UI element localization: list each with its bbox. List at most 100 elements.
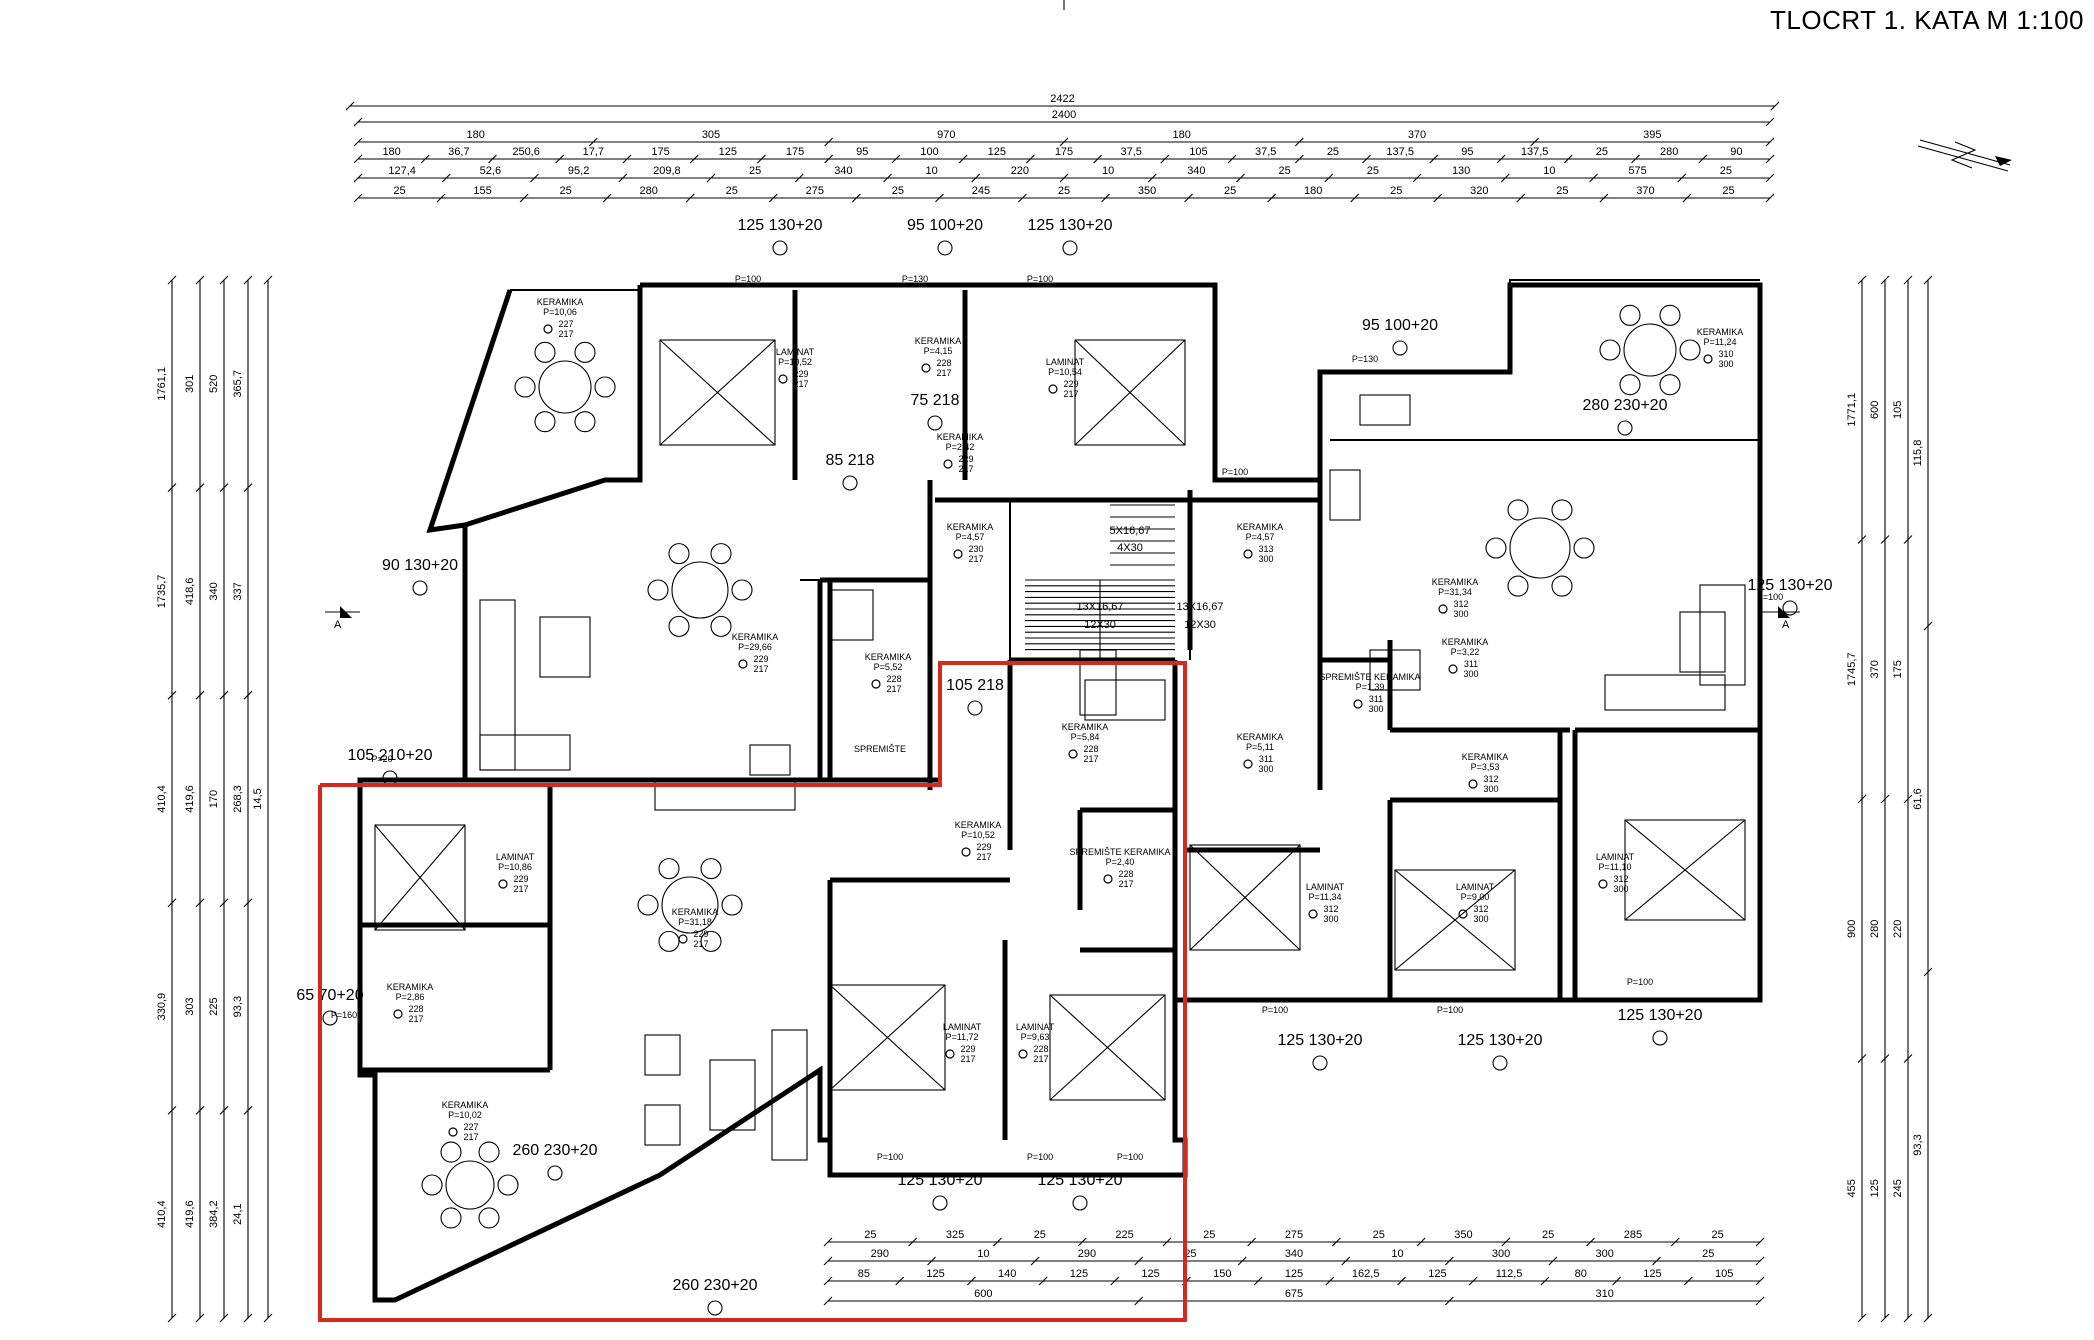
dimension-tick (195, 690, 205, 700)
room-area: P=29,66 (738, 642, 772, 652)
room-floor-type: LAMINAT (1456, 882, 1495, 892)
opening-marker-icon (1062, 240, 1078, 256)
dimension-tick (823, 1256, 833, 1266)
dimension-tick (1341, 1256, 1351, 1266)
dimension-tick (622, 154, 632, 164)
opening-dimension: 260 230+20 (513, 1142, 598, 1159)
dimension-label: 61,6 (1912, 788, 1924, 809)
dimension-tick (1227, 154, 1237, 164)
dining-chair (1551, 575, 1573, 597)
dimension-label: 25 (1203, 1229, 1215, 1241)
dimension-label: 25 (1058, 185, 1070, 197)
dimension-tick (219, 898, 229, 908)
dimension-tick (958, 154, 968, 164)
dimension-label: 130 (1452, 165, 1470, 177)
coffee-table (1679, 611, 1726, 673)
room-height-bottom: 217 (1033, 1054, 1048, 1064)
dimension-label: 305 (702, 129, 720, 141)
room-floor-type: KERAMIKA (955, 820, 1002, 830)
dining-chair (1507, 499, 1529, 521)
kitchen-unit (1329, 469, 1361, 521)
dimension-tick (823, 1296, 833, 1306)
dimension-tick (1134, 1296, 1144, 1306)
dimension-label: 25 (1712, 1229, 1724, 1241)
dimension-tick (1589, 173, 1598, 183)
dimension-tick (167, 690, 177, 700)
room-height-top: 228 (936, 358, 951, 368)
dimension-label: 350 (1454, 1229, 1472, 1241)
dimension-tick (519, 193, 529, 203)
room-height-bottom: 217 (793, 379, 808, 389)
dimension-tick (966, 1276, 976, 1286)
bed (1624, 819, 1746, 921)
dining-chair (574, 341, 596, 363)
room-label: SPREMIŠTE (854, 744, 906, 754)
sill-height-label: P=130 (902, 274, 928, 284)
bed-diagonal (1394, 869, 1516, 971)
dimension-label: 1735,7 (156, 575, 168, 609)
bed-diagonal (1074, 339, 1186, 446)
dimension-tick (794, 173, 804, 183)
room-height-bottom: 300 (1473, 914, 1488, 924)
dimension-tick (243, 690, 253, 700)
dining-table (671, 561, 729, 619)
room-height-top: 228 (886, 674, 901, 684)
dimension-tick (1397, 1276, 1406, 1286)
dining-chair (658, 930, 680, 952)
level-marker-icon (871, 679, 881, 689)
room-height-bottom: 217 (408, 1014, 423, 1024)
dimension-label: 268,3 (232, 785, 244, 813)
level-marker-icon (498, 879, 508, 889)
dimension-label: 340 (208, 582, 220, 600)
level-marker-icon (543, 324, 553, 334)
dimension-tick (243, 898, 253, 908)
room-height-bottom: 217 (513, 884, 528, 894)
dining-chair (731, 579, 753, 601)
dimension-label: 10 (1102, 165, 1114, 177)
dimension-label: 2422 (1050, 93, 1074, 105)
level-marker-icon (393, 1009, 403, 1019)
dimension-tick (1586, 1237, 1595, 1247)
room-area: P=10,06 (543, 307, 577, 317)
dimension-label: 301 (184, 375, 196, 393)
dimension-tick (1548, 1256, 1558, 1266)
room-height-top: 227 (463, 1122, 478, 1132)
dimension-label: 37,5 (1121, 146, 1142, 158)
dimension-tick (1670, 1237, 1680, 1247)
dining-chair (721, 894, 743, 916)
level-marker-icon (448, 1127, 458, 1137)
sill-height-label: P=100 (1027, 274, 1053, 284)
dimension-label: 209,8 (653, 165, 681, 177)
level-marker-icon (1068, 749, 1078, 759)
dimension-tick (588, 137, 598, 147)
dimension-label: 419,6 (184, 785, 196, 813)
sofa (1604, 674, 1726, 711)
room-area: P=10,54 (1048, 367, 1082, 377)
dimension-tick (685, 193, 695, 203)
dining-table (445, 1160, 495, 1210)
dimension-label: 384,2 (208, 1200, 220, 1228)
dimension-label: 25 (1367, 165, 1379, 177)
dimension-label: 10 (1543, 165, 1555, 177)
sill-height-label: P=160 (331, 1010, 357, 1020)
section-label-right: A (1782, 619, 1790, 631)
dimension-tick (1059, 173, 1069, 183)
dimension-label: 175 (786, 146, 804, 158)
dimension-label: 350 (1138, 185, 1156, 197)
room-area: P=5,11 (1246, 742, 1274, 752)
dimension-label: 245 (1892, 1179, 1904, 1197)
sofa (479, 734, 571, 771)
dimension-tick (1880, 1054, 1890, 1063)
room-floor-type: KERAMIKA (1697, 327, 1744, 337)
dimension-label: 125 (719, 146, 737, 158)
dining-chair (668, 543, 690, 565)
dimension-tick (441, 173, 451, 183)
dimension-label: 125 (1869, 1179, 1881, 1197)
room-area: P=1,39 (1356, 682, 1385, 692)
dining-chair (700, 930, 722, 952)
